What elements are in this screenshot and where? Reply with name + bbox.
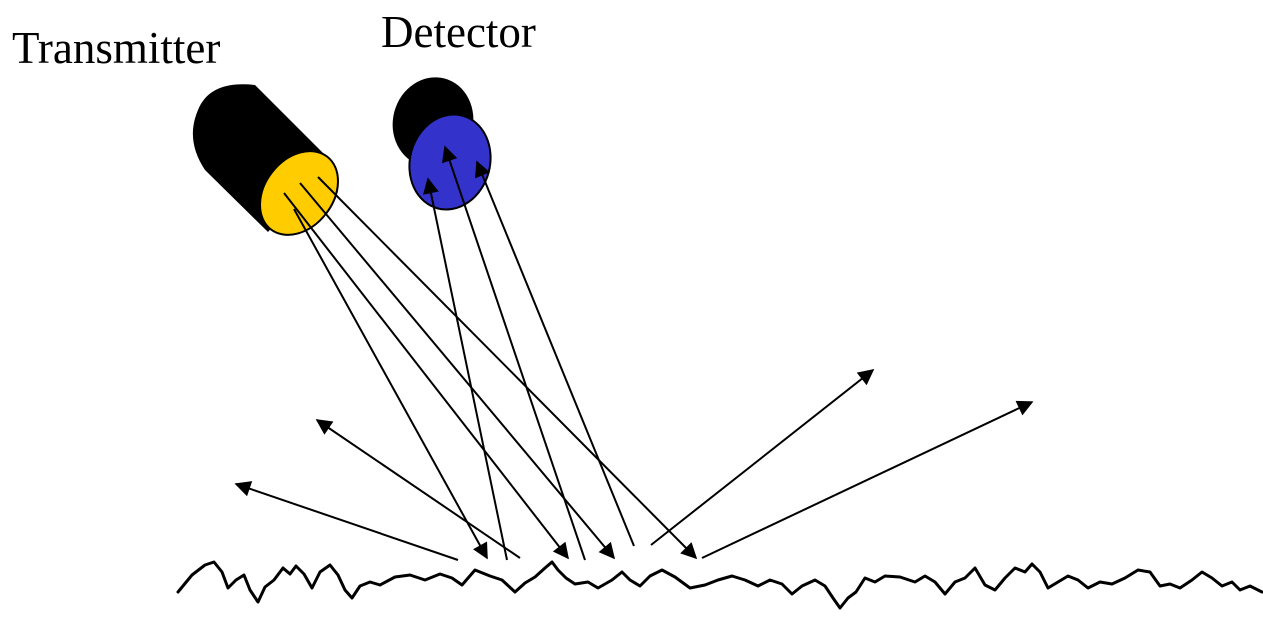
detector-label: Detector [381,7,536,57]
scattered-ray-right-far [701,400,1034,559]
scattered-rays [234,369,1034,561]
incident-ray-2 [283,192,569,560]
incident-ray-1 [293,208,488,560]
transmitter-device [192,84,339,236]
incident-ray-4 [317,176,698,560]
detected-ray-3 [475,160,635,547]
rough-surface [176,560,1263,610]
detected-ray-2 [442,145,586,561]
scattered-ray-right [650,369,875,546]
scattered-ray-left-far [234,481,459,561]
detected-rays [423,145,635,561]
transmitter-label: Transmitter [12,23,221,73]
detected-ray-1 [423,177,508,561]
incident-rays [283,176,698,560]
incident-ray-3 [299,182,616,560]
scattered-ray-left [315,419,521,559]
detector-device [392,77,492,211]
